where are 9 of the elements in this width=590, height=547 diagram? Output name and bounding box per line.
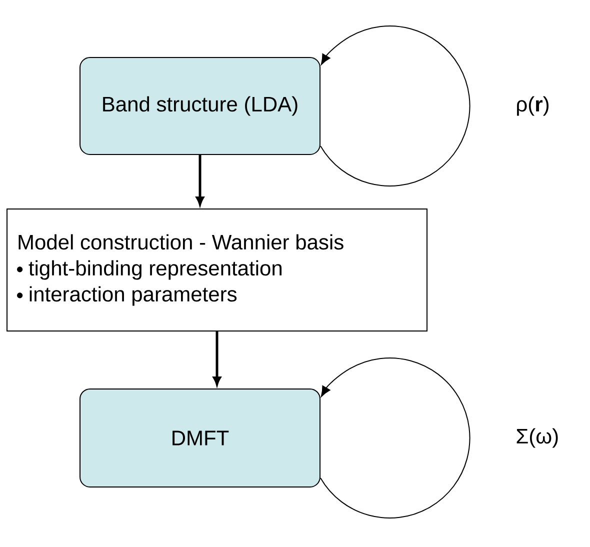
loop-arrow — [320, 25, 470, 186]
process-box: DMFT — [80, 388, 320, 488]
text-box: Model construction - Wannier basis tight-binding representation interaction parameters — [6, 208, 428, 332]
edge-label: Σ(ω) — [516, 428, 558, 448]
process-box: Band structure (LDA) — [80, 57, 320, 155]
arrow — [196, 155, 204, 206]
edge-label: ρ(r) — [517, 96, 548, 116]
arrow — [213, 332, 221, 386]
loop-arrow — [320, 357, 470, 518]
